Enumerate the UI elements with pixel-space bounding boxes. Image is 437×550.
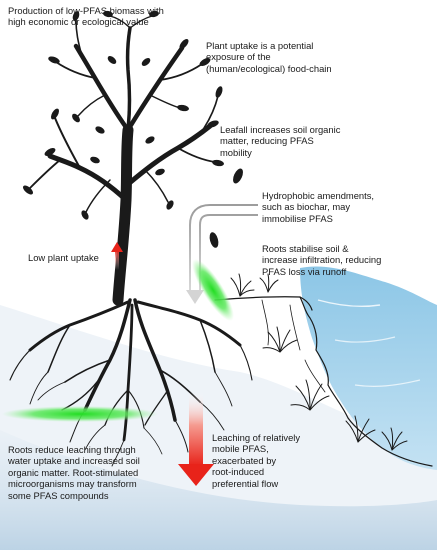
production-label: Production of low-PFAS biomass with high… [8, 5, 164, 28]
leaf [141, 58, 151, 66]
riverbank [214, 296, 433, 467]
leaf [177, 104, 189, 112]
leaf [72, 11, 80, 21]
low-plant-uptake-label: Low plant uptake [28, 252, 99, 263]
leaf [212, 159, 224, 167]
amendment-arrow [186, 204, 258, 304]
grass-tufts [230, 273, 408, 451]
uptake-arrow [111, 242, 123, 270]
leaf [103, 10, 113, 18]
leaf [155, 168, 165, 176]
water-body [300, 266, 437, 470]
leaf [72, 113, 80, 123]
leaching-label: Leaching of relatively mobile PFAS, exac… [212, 432, 301, 489]
leaf [215, 86, 223, 98]
leaf [179, 39, 189, 49]
roots-reduce-leaching-label: Roots reduce leaching through water upta… [8, 444, 140, 501]
leaf [95, 126, 105, 134]
soil-background [0, 305, 437, 550]
leaf [145, 136, 155, 144]
runoff-green-zone [192, 259, 234, 321]
leaf [48, 56, 60, 64]
falling-leaves [209, 168, 243, 248]
grass-tuft-3 [262, 326, 298, 353]
leaf [90, 156, 100, 164]
tree-leaves [23, 10, 224, 220]
leaf [207, 120, 219, 128]
leaf [81, 210, 89, 220]
grass-tuft-2 [259, 273, 279, 293]
leaching-arrow [178, 392, 214, 486]
plant-uptake-exposure-label: Plant uptake is a potential exposure of … [206, 40, 332, 74]
falling-leaf [233, 168, 243, 184]
grass-tuft-6 [381, 427, 408, 451]
green-zones [2, 259, 234, 422]
leaf [51, 108, 59, 120]
tree-trunk [29, 15, 219, 306]
roots-stabilise-label: Roots stabilise soil & increase infiltra… [262, 243, 382, 277]
leaf [44, 148, 56, 156]
leaf [107, 56, 117, 64]
leaf [149, 10, 159, 18]
leaf [199, 58, 211, 66]
leaffall-label: Leafall increases soil organic matter, r… [220, 124, 341, 158]
grass-tuft-5 [345, 415, 376, 443]
grass-tuft-4 [290, 379, 330, 411]
leaching-green-zone [2, 406, 158, 422]
leaf [166, 200, 174, 210]
hydrophobic-amendments-label: Hydrophobic amendments, such as biochar,… [262, 190, 375, 224]
grass-tuft-1 [230, 273, 255, 297]
leaf [23, 185, 33, 195]
falling-leaf [209, 232, 219, 248]
tree-roots [9, 298, 253, 467]
